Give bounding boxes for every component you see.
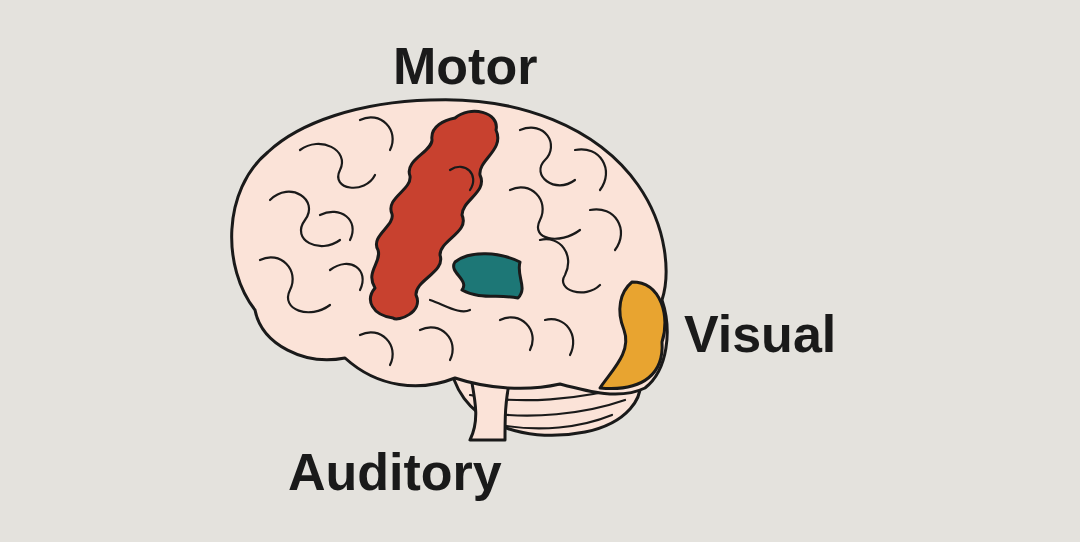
cerebrum xyxy=(232,100,667,394)
brain-gyri xyxy=(260,117,621,365)
region-label: Motor xyxy=(393,40,537,92)
region-label: Auditory xyxy=(288,446,502,498)
auditory-cortex xyxy=(454,254,522,298)
region-label: Visual xyxy=(684,308,836,360)
visual-cortex xyxy=(600,282,665,389)
